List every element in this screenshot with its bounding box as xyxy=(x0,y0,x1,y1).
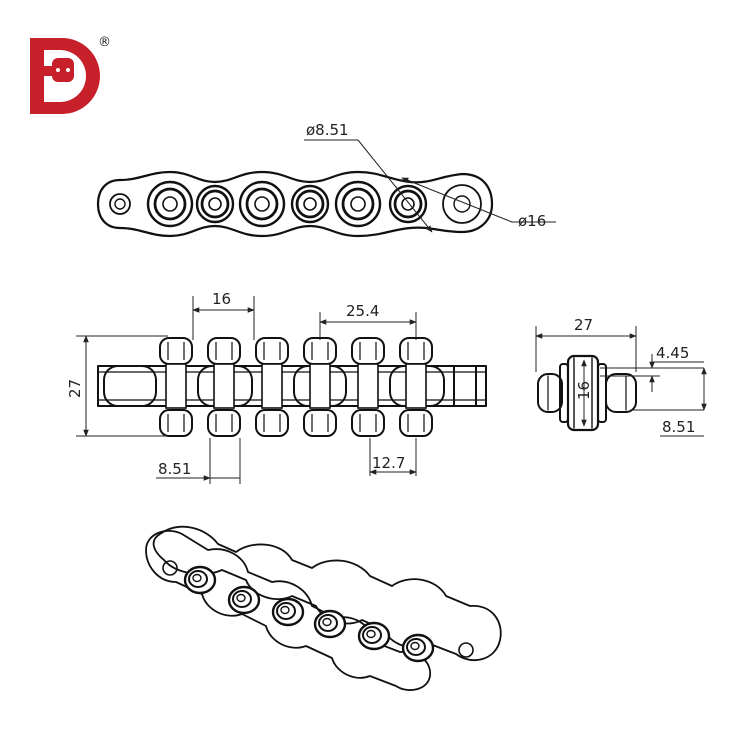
dimension-plate-gap: 4.45 xyxy=(600,344,704,392)
dimension-roller-offset: 8.51 xyxy=(156,438,241,484)
isometric-view-chain xyxy=(145,525,502,691)
side-pin xyxy=(255,337,289,437)
dim-label-pin-diameter: ø8.51 xyxy=(306,121,349,139)
iso-roller xyxy=(271,597,305,627)
dimension-pitch-half: 16 xyxy=(192,290,255,340)
top-roller xyxy=(195,184,235,224)
dimension-roller-diameter: 16 xyxy=(575,359,593,427)
dimension-pitch: 25.4 xyxy=(319,302,417,340)
iso-roller xyxy=(183,565,217,595)
iso-roller xyxy=(401,633,435,663)
dim-label-roller-offset: 8.51 xyxy=(158,460,191,478)
dim-label-height: 27 xyxy=(66,379,84,398)
iso-roller xyxy=(227,585,261,615)
top-roller xyxy=(238,180,286,228)
top-view-chain xyxy=(96,170,494,238)
iso-roller xyxy=(357,621,391,651)
side-pin xyxy=(399,337,433,437)
dim-label-plate-gap: 4.45 xyxy=(656,344,689,362)
side-pin xyxy=(159,337,193,437)
dim-label-pitch-half: 16 xyxy=(212,290,231,308)
top-roller xyxy=(290,184,330,224)
dim-label-end-width: 27 xyxy=(574,316,593,334)
dimension-end-width: 27 xyxy=(535,316,637,372)
iso-roller xyxy=(313,609,347,639)
logo-d-shape xyxy=(30,38,100,114)
dimension-link-diameter: ø16 xyxy=(401,177,556,230)
dim-label-pitch: 25.4 xyxy=(346,302,379,320)
dim-label-roller-pitch: 12.7 xyxy=(372,454,405,472)
side-pin xyxy=(303,337,337,437)
side-view-chain xyxy=(97,365,487,407)
top-roller xyxy=(334,180,382,228)
dim-label-link-diameter: ø16 xyxy=(518,212,546,230)
dimension-end-pin-diameter: 8.51 xyxy=(630,367,707,437)
logo-registered-mark: ® xyxy=(98,35,111,50)
isometric-rollers xyxy=(183,565,435,663)
dimension-pin-diameter: ø8.51 xyxy=(304,121,433,233)
side-view-pins xyxy=(159,337,433,437)
top-roller xyxy=(388,184,428,224)
end-view-chain xyxy=(537,354,637,432)
side-pin xyxy=(351,337,385,437)
side-pin xyxy=(207,337,241,437)
dim-label-end-pin-diameter: 8.51 xyxy=(662,418,695,436)
dimension-height: 27 xyxy=(66,335,168,437)
top-roller xyxy=(146,180,194,228)
brand-logo: ® xyxy=(30,35,111,114)
dimension-roller-pitch: 12.7 xyxy=(369,438,417,476)
dim-label-roller-diameter: 16 xyxy=(575,381,593,400)
